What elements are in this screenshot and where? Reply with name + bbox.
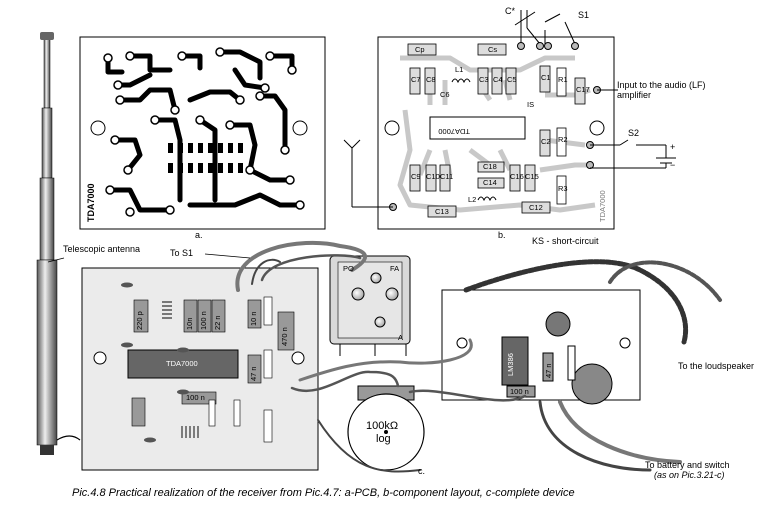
to-s1-pointer bbox=[204, 253, 251, 259]
r2-label: R2 bbox=[558, 135, 568, 144]
antenna-pointer bbox=[47, 257, 65, 263]
l2-label: L2 bbox=[468, 195, 477, 204]
c6-label: C6 bbox=[440, 90, 450, 99]
c8-label: C8 bbox=[426, 75, 436, 84]
pot-value: 100kΩ bbox=[366, 420, 399, 432]
c15-label: C15 bbox=[525, 172, 539, 181]
amp-resistor-label: 47 n bbox=[544, 363, 553, 378]
amplifier-board bbox=[441, 289, 641, 405]
receiver-board bbox=[81, 267, 319, 471]
c10-label: C10 bbox=[426, 172, 440, 181]
var-cap-fa: FA bbox=[390, 264, 400, 273]
panel-b-layout bbox=[343, 10, 676, 230]
c11-label: C11 bbox=[440, 172, 454, 181]
pcb-pads bbox=[103, 47, 305, 217]
part-p5: 470 n bbox=[280, 327, 289, 346]
external-wiring-b bbox=[343, 89, 676, 208]
c18-label: C18 bbox=[483, 162, 497, 171]
layout-capacitors bbox=[407, 43, 586, 218]
ks-note: KS - short-circuit bbox=[532, 236, 599, 246]
tuning-capacitor bbox=[329, 255, 411, 356]
part-p8: 100 n bbox=[186, 393, 205, 402]
minus-label: − bbox=[670, 160, 676, 170]
var-cap-a: A bbox=[398, 333, 404, 342]
battery-label: To battery and switch bbox=[645, 460, 730, 470]
c9-label: C9 bbox=[411, 172, 421, 181]
amp-cap-label: 100 n bbox=[510, 387, 529, 396]
antenna-label: Telescopic antenna bbox=[63, 244, 141, 254]
panel-a-pcb bbox=[79, 36, 326, 230]
telescopic-antenna bbox=[36, 32, 81, 455]
panel-b-label: b. bbox=[498, 230, 506, 240]
volume-potentiometer bbox=[347, 385, 425, 471]
c2-label: C2 bbox=[541, 137, 551, 146]
tuning-cap-symbol bbox=[514, 10, 576, 45]
l1-label: L1 bbox=[455, 65, 464, 74]
chip-pin-label: IS bbox=[527, 100, 535, 109]
panel-a-pcb-text: TDA7000 bbox=[86, 183, 96, 222]
c13-label: C13 bbox=[435, 207, 449, 216]
c5-label: C5 bbox=[507, 75, 517, 84]
c12-label: C12 bbox=[529, 203, 543, 212]
loudspeaker-label: To the loudspeaker bbox=[678, 361, 755, 371]
figure-caption: Pic.4.8 Practical realization of the rec… bbox=[72, 487, 575, 499]
cp-label: Cp bbox=[415, 45, 425, 54]
c3-label: C3 bbox=[479, 75, 489, 84]
c1-label: C1 bbox=[541, 73, 551, 82]
var-cap-po: PO bbox=[343, 264, 354, 273]
input-label: Input to the audio (LF) amplifier bbox=[617, 80, 706, 100]
amp-chip-label: LM386 bbox=[506, 353, 515, 376]
c14-label: C14 bbox=[483, 178, 497, 187]
part-p2: 100 n bbox=[199, 311, 208, 330]
ic-pads-a bbox=[168, 143, 243, 173]
plus-label: + bbox=[670, 142, 676, 152]
panel-a-label: a. bbox=[195, 230, 203, 240]
r3-label: R3 bbox=[558, 184, 568, 193]
tda7000-chip-b bbox=[429, 116, 526, 140]
panel-c-label: c. bbox=[418, 466, 426, 476]
c7-label: C7 bbox=[411, 75, 421, 84]
to-s1-label: To S1 bbox=[170, 248, 194, 258]
part-p4: 220 p bbox=[135, 311, 144, 330]
r1-label: R1 bbox=[558, 75, 568, 84]
battery-ref: (as on Pic.3.21-c) bbox=[654, 470, 725, 480]
pot-taper: log bbox=[376, 433, 391, 445]
layout-resistors bbox=[556, 67, 567, 205]
c4-label: C4 bbox=[493, 75, 503, 84]
s2-label: S2 bbox=[628, 128, 640, 138]
cs-label: Cs bbox=[488, 45, 498, 54]
tda7000-chip-c bbox=[127, 349, 239, 379]
part-p1: 10n bbox=[185, 317, 194, 330]
chip-label-c: TDA7000 bbox=[166, 359, 198, 368]
s1-label: S1 bbox=[578, 10, 590, 20]
c16-label: C16 bbox=[510, 172, 524, 181]
chip-label-b: TDA7000 bbox=[438, 127, 470, 136]
layout-coils bbox=[451, 78, 497, 202]
part-p6: 10 n bbox=[249, 311, 258, 326]
c17-label: C17 bbox=[576, 85, 590, 94]
wires bbox=[235, 240, 722, 473]
part-p7: 47 n bbox=[249, 366, 258, 381]
lm386-chip bbox=[501, 336, 529, 386]
c-star-label: C* bbox=[505, 6, 516, 16]
board-vertical-label: TDA7000 bbox=[598, 190, 607, 222]
part-p3: 22 n bbox=[213, 315, 222, 330]
